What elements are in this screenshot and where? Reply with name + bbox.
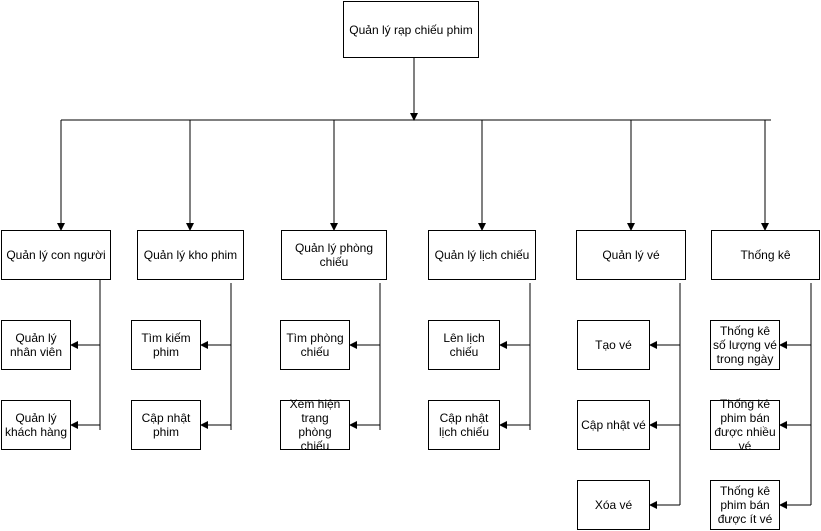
child-node: Tìm kiếm phim xyxy=(131,320,201,370)
group-label: Quản lý vé xyxy=(602,248,660,262)
child-label: Tìm phòng chiếu xyxy=(286,331,344,359)
child-label: Cập nhật lịch chiếu xyxy=(438,411,490,439)
group-node-schedule: Quản lý lịch chiếu xyxy=(428,230,536,280)
group-node-people: Quản lý con người xyxy=(1,230,111,280)
child-node: Cập nhật vé xyxy=(577,400,650,450)
group-node-film-stock: Quản lý kho phim xyxy=(137,230,244,280)
group-label: Quản lý lịch chiếu xyxy=(434,248,530,262)
child-node: Quản lý khách hàng xyxy=(1,400,71,450)
child-node: Cập nhật lịch chiếu xyxy=(428,400,500,450)
root-label: Quản lý rạp chiếu phim xyxy=(349,22,473,37)
child-label: Thống kê phim bán được ít vé xyxy=(717,484,773,526)
group-label: Quản lý kho phim xyxy=(143,248,238,262)
child-node: Cập nhật phim xyxy=(131,400,201,450)
child-label: Xem hiện trạng phòng chiếu xyxy=(289,397,341,453)
group-node-statistics: Thống kê xyxy=(711,230,820,280)
child-node: Quản lý nhân viên xyxy=(1,320,71,370)
child-node: Thống kê số lượng vé trong ngày xyxy=(710,320,780,370)
child-label: Tạo vé xyxy=(595,338,632,352)
group-node-tickets: Quản lý vé xyxy=(576,230,686,280)
child-node: Thống kê phim bán được nhiều vé xyxy=(710,397,780,453)
root-node: Quản lý rạp chiếu phim xyxy=(343,1,479,58)
child-label: Tìm kiếm phim xyxy=(141,331,191,359)
child-node: Thống kê phim bán được ít vé xyxy=(710,480,780,530)
child-label: Cập nhật vé xyxy=(581,418,646,432)
child-node: Lên lịch chiếu xyxy=(428,320,500,370)
child-label: Quản lý khách hàng xyxy=(4,411,68,439)
group-node-rooms: Quản lý phòng chiếu xyxy=(281,230,387,280)
child-node: Xóa vé xyxy=(577,480,650,530)
child-node: Xem hiện trạng phòng chiếu xyxy=(280,397,350,453)
child-label: Thống kê phim bán được nhiều vé xyxy=(714,397,776,453)
child-node: Tìm phòng chiếu xyxy=(280,320,350,370)
child-node: Tạo vé xyxy=(577,320,650,370)
child-label: Cập nhật phim xyxy=(141,411,191,439)
child-label: Quản lý nhân viên xyxy=(9,331,63,359)
child-label: Lên lịch chiếu xyxy=(443,331,485,359)
group-label: Thống kê xyxy=(740,248,791,262)
child-label: Xóa vé xyxy=(594,498,633,512)
group-label: Quản lý con người xyxy=(6,248,106,262)
group-label: Quản lý phòng chiếu xyxy=(294,241,374,269)
child-label: Thống kê số lượng vé trong ngày xyxy=(713,324,777,366)
